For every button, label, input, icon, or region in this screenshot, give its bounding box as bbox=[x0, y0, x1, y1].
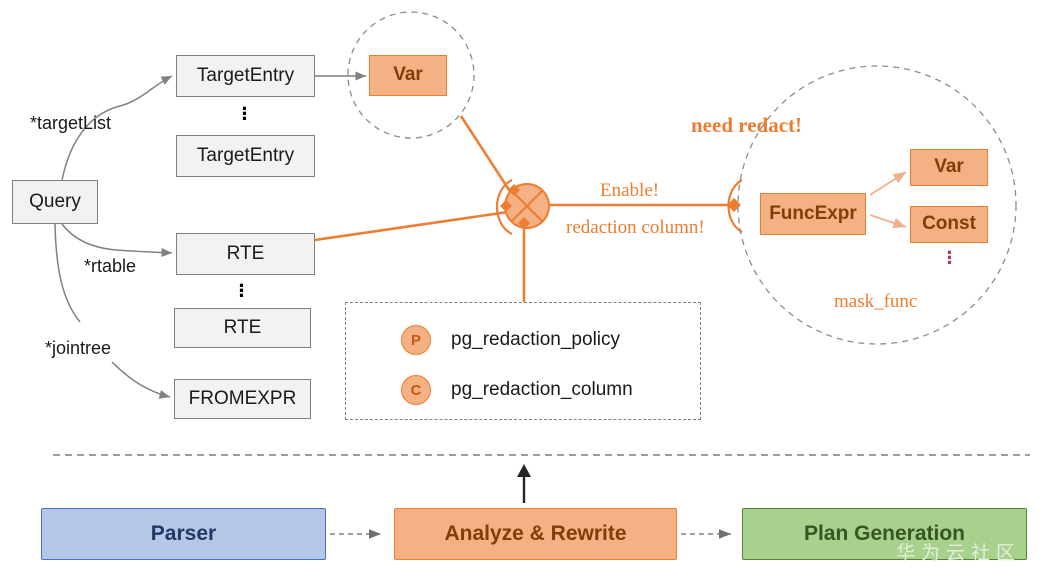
pipeline-stage-parser[interactable]: Parser bbox=[41, 508, 326, 560]
rte-ellipsis-icon: ··· bbox=[238, 273, 246, 308]
node-fromexpr[interactable]: FROMEXPR bbox=[174, 379, 311, 419]
pipeline-stage-plan[interactable]: Plan Generation bbox=[742, 508, 1027, 560]
node-funcexpr[interactable]: FuncExpr bbox=[760, 193, 866, 235]
pipeline-stage-parser-label: Parser bbox=[150, 522, 217, 545]
node-const-mask-label: Const bbox=[922, 213, 976, 235]
node-query[interactable]: Query bbox=[12, 180, 98, 224]
node-fromexpr-label: FROMEXPR bbox=[188, 387, 297, 409]
legend-label-policy: pg_redaction_policy bbox=[451, 329, 621, 350]
edge-label-targetlist: *targetList bbox=[30, 113, 112, 133]
node-rte-2[interactable]: RTE bbox=[174, 308, 311, 348]
pipeline-stage-analyze-label: Analyze & Rewrite bbox=[444, 522, 627, 545]
edge-label-rtable: *rtable bbox=[84, 256, 137, 276]
pipeline-stage-analyze[interactable]: Analyze & Rewrite bbox=[394, 508, 677, 560]
policy-badge-letter: P bbox=[410, 331, 421, 349]
column-badge-letter: C bbox=[410, 381, 422, 399]
annotation-redaction-column: redaction column! bbox=[566, 217, 705, 238]
targetentry-ellipsis-icon: ··· bbox=[241, 96, 249, 131]
node-targetentry-2-label: TargetEntry bbox=[196, 144, 295, 166]
column-badge-icon: C bbox=[401, 375, 431, 405]
pipeline-stage-plan-label: Plan Generation bbox=[803, 522, 966, 545]
mask-ellipsis-icon: ··· bbox=[946, 240, 954, 275]
node-var-source-label: Var bbox=[393, 64, 423, 86]
node-const-mask[interactable]: Const bbox=[910, 206, 988, 243]
node-funcexpr-label: FuncExpr bbox=[769, 202, 857, 224]
node-rte-2-label: RTE bbox=[223, 316, 262, 338]
node-query-label: Query bbox=[29, 190, 81, 212]
node-rte-1-label: RTE bbox=[226, 242, 265, 264]
annotation-enable: Enable! bbox=[600, 180, 660, 201]
node-rte-1[interactable]: RTE bbox=[176, 233, 315, 275]
legend-label-column: pg_redaction_column bbox=[451, 379, 633, 400]
node-targetentry-2[interactable]: TargetEntry bbox=[176, 135, 315, 177]
edge-label-jointree: *jointree bbox=[45, 338, 112, 358]
node-var-mask[interactable]: Var bbox=[910, 149, 988, 186]
policy-badge-icon: P bbox=[401, 325, 431, 355]
legend-row-policy[interactable]: P pg_redaction_policy bbox=[401, 325, 620, 355]
annotation-need-redact: need redact! bbox=[691, 113, 802, 137]
node-targetentry-1[interactable]: TargetEntry bbox=[176, 55, 315, 97]
node-targetentry-1-label: TargetEntry bbox=[196, 64, 295, 86]
legend-row-column[interactable]: C pg_redaction_column bbox=[401, 375, 633, 405]
node-var-mask-label: Var bbox=[934, 156, 964, 178]
mask-func-caption: mask_func bbox=[834, 291, 918, 312]
node-var-source[interactable]: Var bbox=[369, 55, 447, 96]
